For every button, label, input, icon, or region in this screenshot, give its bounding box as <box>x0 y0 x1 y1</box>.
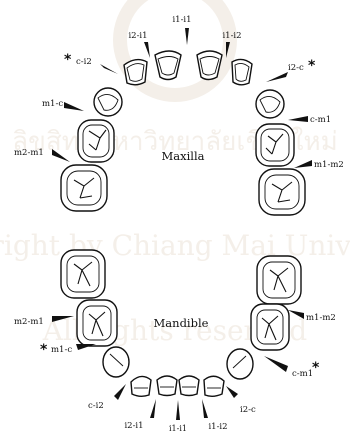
lower-arrow-i2-i1 <box>150 399 156 418</box>
upper-second-molar-left <box>61 165 107 211</box>
lower-label-m1-c: m1-c <box>51 345 72 355</box>
upper-arrow-i1-i1 <box>185 28 189 45</box>
upper-label-c-i2: c-i2 <box>76 57 92 67</box>
lower-first-molar-left <box>77 300 117 346</box>
upper-asterisk-i2-c: * <box>308 58 316 74</box>
upper-arrow-i2-c <box>266 72 288 82</box>
upper-arrow-i2-i1 <box>144 42 150 58</box>
upper-canine-left <box>94 88 122 116</box>
lower-label-i2-i1: i2-i1 <box>124 421 143 431</box>
upper-lateral-incisor-right <box>232 59 252 84</box>
lower-central-incisor-left <box>157 376 177 396</box>
lower-asterisk-c-m1: * <box>312 360 320 376</box>
upper-label-i2-c: i2-c <box>288 63 304 73</box>
upper-second-molar-right <box>259 169 305 215</box>
upper-label-i2-i1: i2-i1 <box>128 31 147 41</box>
upper-first-molar-left <box>78 120 114 162</box>
upper-canine-right <box>256 90 284 118</box>
lower-label-i1-i2: i1-i2 <box>208 422 227 432</box>
upper-arrow-m1-m2 <box>294 160 312 168</box>
lower-canine-left <box>103 347 129 377</box>
upper-central-incisor-left <box>155 51 181 80</box>
upper-asterisk-c-i2: * <box>64 52 72 68</box>
upper-arrow-m1-c <box>64 102 84 111</box>
lower-asterisk-m1-c: * <box>40 342 48 358</box>
lower-arrow-i1-i2 <box>202 399 208 418</box>
upper-lateral-incisor-left <box>124 60 147 85</box>
upper-label-i1-i1: i1-i1 <box>172 15 191 25</box>
lower-label-m2-m1: m2-m1 <box>14 317 44 327</box>
watermark-line-2: Copyright by Chiang Mai University <box>0 229 350 262</box>
lower-first-molar-right <box>251 304 289 350</box>
lower-arrow-i2-c <box>226 386 238 398</box>
lower-arrow-c-m1 <box>264 356 288 372</box>
lower-label-i1-i1: i1-i1 <box>169 424 187 432</box>
upper-label-m2-m1: m2-m1 <box>14 148 44 158</box>
upper-first-molar-right <box>256 124 294 166</box>
mandible-label: Mandible <box>154 316 209 330</box>
lower-arrow-m1-c <box>76 344 96 350</box>
upper-arrow-c-i2 <box>100 64 118 74</box>
upper-label-i1-i2: i1-i2 <box>222 31 241 41</box>
lower-arrow-i1-i1 <box>176 400 180 420</box>
lower-central-incisor-right <box>179 376 199 396</box>
lower-second-molar-left <box>61 250 105 298</box>
upper-label-m1-c: m1-c <box>42 99 63 109</box>
lower-label-m1-m2: m1-m2 <box>306 313 336 323</box>
lower-second-molar-right <box>257 256 301 304</box>
lower-label-c-m1: c-m1 <box>292 369 313 379</box>
lower-canine-right <box>227 349 253 379</box>
maxilla-label: Maxilla <box>161 149 204 163</box>
lower-arrow-c-i2 <box>114 384 126 400</box>
upper-label-m1-m2: m1-m2 <box>314 160 344 170</box>
upper-arrow-c-m1 <box>288 116 308 122</box>
lower-lateral-incisor-right <box>204 376 224 396</box>
lower-lateral-incisor-left <box>131 376 151 396</box>
upper-label-c-m1: c-m1 <box>310 115 331 125</box>
lower-label-i2-c: i2-c <box>240 405 256 415</box>
lower-label-c-i2: c-i2 <box>88 401 104 411</box>
